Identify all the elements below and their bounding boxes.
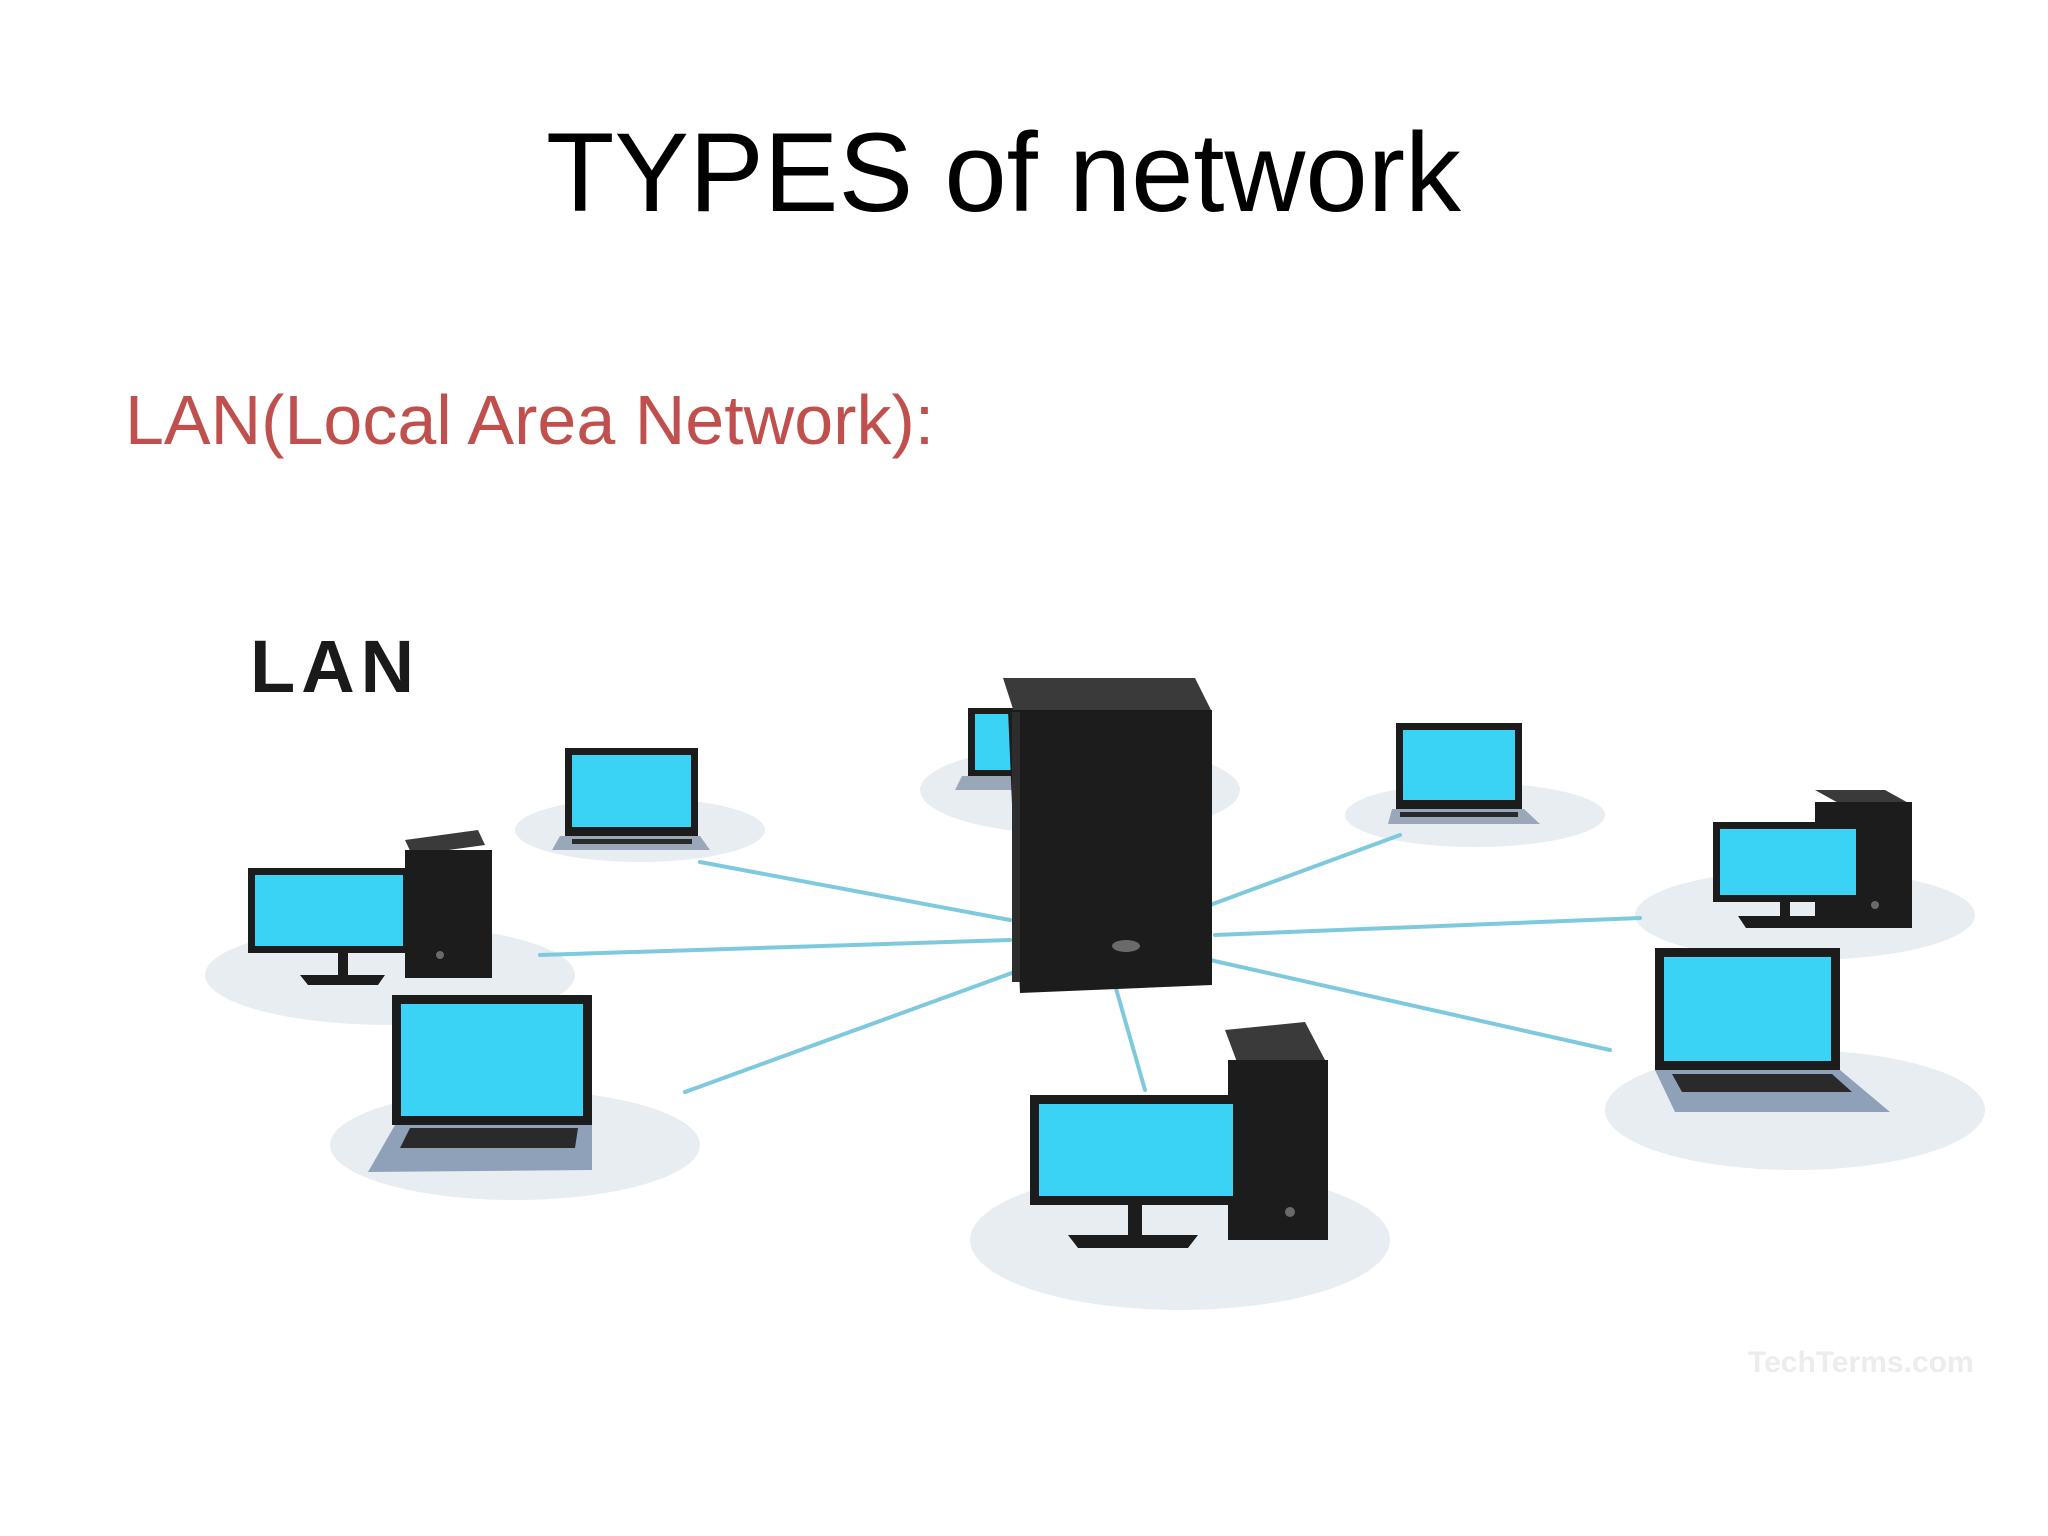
desktop-monitor-foot: [1738, 916, 1830, 928]
desktop-monitor-stand: [1780, 902, 1790, 916]
laptop-screen: [401, 1004, 583, 1116]
desktop-tower: [405, 850, 492, 978]
link-laptop-top-right: [1208, 833, 1402, 907]
laptop-keyboard: [1672, 1074, 1852, 1092]
laptop-keyboard: [400, 1128, 578, 1148]
link-laptop-bottom-left: [683, 968, 1022, 1094]
slide-subtitle: LAN(Local Area Network):: [125, 381, 935, 459]
desktop-monitor-screen: [255, 875, 403, 946]
watermark: TechTerms.com: [1748, 1346, 1974, 1379]
desktop-tower: [1228, 1060, 1328, 1240]
desktop-power-light: [1285, 1207, 1295, 1217]
laptop-bottom-left: [368, 995, 592, 1172]
desktop-tower-top: [1815, 790, 1912, 805]
desktop-bottom-center: [1030, 1022, 1328, 1248]
laptop-top-left: [552, 748, 710, 850]
desktop-monitor-screen: [1039, 1104, 1233, 1196]
server: [1003, 678, 1212, 993]
desktop-left: [248, 830, 492, 985]
desktop-tower-top: [405, 830, 485, 855]
network-links: [538, 833, 1642, 1094]
desktop-power-light: [1871, 901, 1879, 909]
desktop-right: [1713, 790, 1912, 928]
desktop-monitor-foot: [300, 975, 385, 985]
laptop-screen: [1664, 957, 1831, 1061]
laptop-screen: [1403, 730, 1515, 800]
desktop-monitor-stand: [338, 953, 348, 975]
link-laptop-bottom-right: [1208, 958, 1612, 1052]
desktop-tower-top: [1225, 1022, 1325, 1070]
server-highlight: [1012, 712, 1020, 982]
laptop-top-right: [1388, 723, 1540, 824]
laptop-keyboard: [572, 839, 692, 844]
link-desktop-right: [1213, 916, 1642, 937]
server-power-light: [1112, 940, 1140, 952]
link-desktop-left: [538, 938, 1012, 957]
server-top: [1003, 678, 1212, 712]
desktop-monitor-foot: [1068, 1235, 1198, 1248]
lan-label: LAN: [250, 625, 420, 708]
desktop-power-light: [436, 951, 444, 959]
laptop-bottom-right: [1655, 948, 1890, 1112]
slide-title: TYPES of network: [545, 110, 1462, 235]
desktop-monitor-stand: [1128, 1205, 1142, 1235]
link-desktop-bottom-center: [1113, 983, 1147, 1092]
laptop-screen: [572, 755, 691, 827]
link-laptop-top-left: [698, 860, 1012, 922]
server-front: [1008, 710, 1212, 993]
desktop-monitor-screen: [1720, 829, 1856, 895]
laptop-keyboard: [1400, 812, 1518, 817]
